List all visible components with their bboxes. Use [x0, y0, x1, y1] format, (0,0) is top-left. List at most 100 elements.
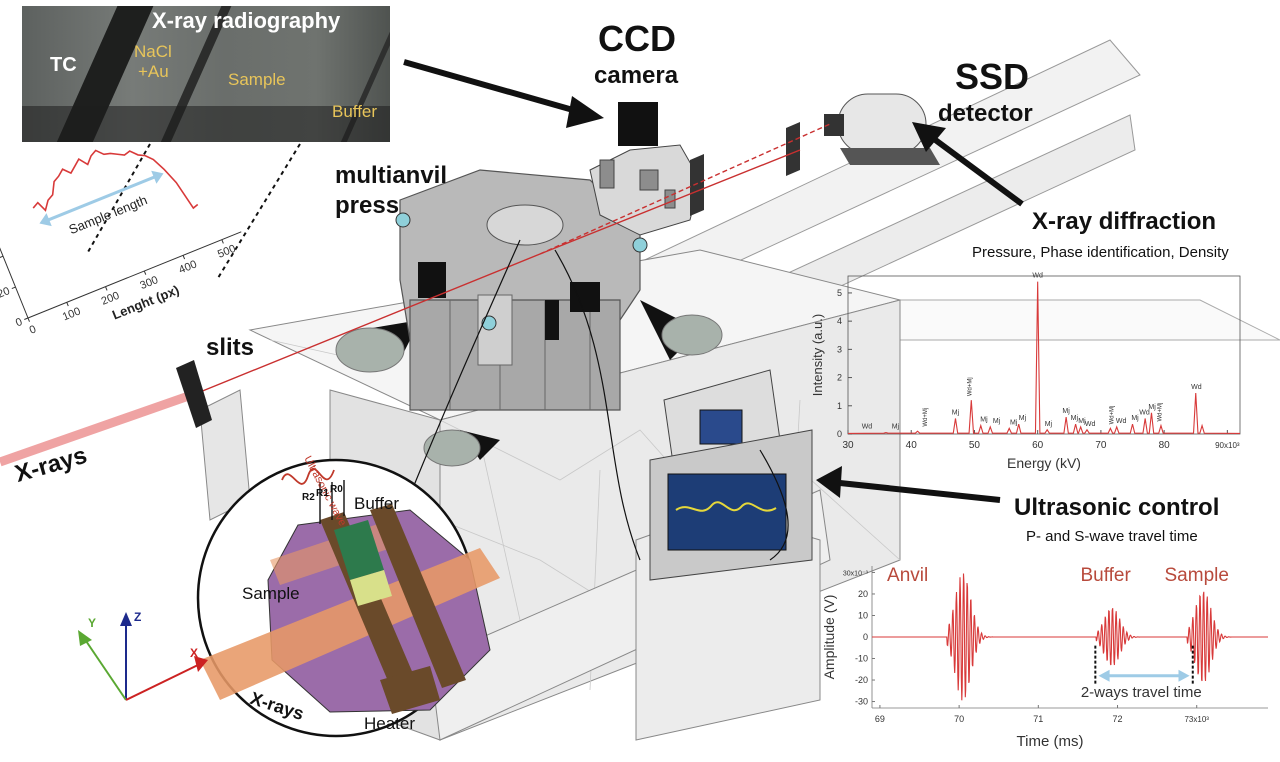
ccd-label: CCD	[598, 18, 676, 59]
y-tick	[11, 286, 16, 290]
peak-label: Mj	[993, 418, 1001, 425]
peak-label: Wd	[1191, 384, 1202, 391]
y-tick-label: 20	[858, 589, 868, 599]
x-tick	[27, 317, 30, 322]
y-tick-label: 5	[837, 288, 842, 298]
peak-label: Mj	[1045, 421, 1053, 428]
collimator	[690, 154, 704, 216]
xrd-series	[847, 281, 1241, 434]
optics-parts	[599, 159, 676, 209]
ssd-base	[840, 148, 940, 165]
cable	[554, 249, 641, 561]
y-tick-label: 20	[0, 285, 12, 301]
press-top	[486, 204, 564, 246]
inset-buffer-label: Buffer	[354, 494, 400, 513]
y-tick-label: 4	[837, 316, 842, 326]
ssd-label: SSD	[955, 56, 1030, 97]
x-tick-label: 73x10³	[1184, 715, 1209, 724]
peak-label: Wd	[1032, 273, 1043, 280]
sample-length-arrowhead	[39, 213, 52, 227]
slits-label: slits	[206, 334, 255, 361]
diffracted-beam	[539, 149, 801, 255]
heater-base	[380, 666, 440, 714]
travel-time-arrowhead	[1098, 669, 1110, 682]
axes-glyph	[78, 612, 208, 701]
peak-label: Mj	[1019, 415, 1027, 422]
press-window	[632, 237, 648, 253]
diffracted-beam	[539, 123, 831, 255]
sample-length-arrowhead	[151, 170, 164, 184]
pointer-arrows	[403, 59, 1024, 503]
x-tick	[221, 239, 224, 244]
x-tick	[182, 255, 186, 260]
oscilloscope-screen	[699, 409, 743, 445]
peak-label: Wd	[1139, 409, 1150, 416]
wavelet-label: Sample	[1165, 565, 1229, 586]
peak-label: Mj	[892, 424, 900, 431]
ccd-camera	[618, 102, 658, 146]
y-axis	[0, 178, 29, 319]
x-tick-label: 70	[954, 714, 964, 724]
y-tick-label: -10	[855, 654, 868, 664]
press-window	[481, 315, 497, 331]
r2-label: R2	[302, 492, 315, 503]
press-label: multianvil	[335, 162, 448, 189]
wavelet-label: Anvil	[887, 565, 928, 586]
peak-label: Wd+Mj	[1158, 403, 1164, 422]
ccd-sub-label: camera	[594, 62, 679, 89]
slits	[176, 360, 212, 428]
peak-label: Mj	[1078, 418, 1086, 425]
peak-label: Mj	[1062, 408, 1070, 415]
tc-label: TC	[50, 54, 77, 76]
r0-label: R0	[330, 484, 343, 495]
peak-label: Wd	[1116, 418, 1127, 425]
table-pad	[423, 429, 481, 467]
axis-x-letter: X	[190, 646, 199, 660]
r1-label: R1	[316, 488, 329, 499]
y-tick-label: 0	[863, 632, 868, 642]
oscilloscope-main-screen	[667, 473, 787, 551]
x-tick-label: 70	[1095, 440, 1107, 451]
y-tick-label: -30	[855, 697, 868, 707]
press-port	[477, 294, 513, 366]
ssd-nose	[824, 114, 844, 136]
gray-level-series	[32, 149, 199, 212]
y-tick-label: 2	[837, 373, 842, 383]
gray-level-chart: 0100200300400500020406080Lenght (px)Gray…	[0, 149, 242, 337]
reflection-arrows	[319, 480, 345, 524]
press-block	[570, 282, 600, 312]
y-tick	[24, 317, 29, 320]
ultrasonic-wave	[281, 468, 335, 485]
table-pad	[661, 314, 723, 356]
x-tick-label: 80	[1159, 440, 1171, 451]
radiography-title: X-ray radiography	[152, 8, 341, 33]
x-tick-label: 100	[61, 305, 83, 323]
y-tick-label: -20	[855, 675, 868, 685]
collimator	[786, 122, 800, 176]
peak-label: Mj	[952, 409, 960, 416]
inset-sample-label: Sample	[242, 584, 300, 603]
xray-incident-beam	[0, 387, 202, 467]
plot-frame	[847, 275, 1241, 435]
y-tick-label: 1	[837, 401, 842, 411]
au-label: +Au	[138, 62, 169, 81]
guide-line	[217, 143, 301, 279]
x-tick-label: 71	[1033, 714, 1043, 724]
wavelet-label: Buffer	[1080, 565, 1131, 586]
x-tick-label: 90x10³	[1215, 441, 1240, 450]
x-tick	[105, 286, 108, 291]
x-tick-label: 30	[842, 440, 854, 451]
peak-label: Wd	[862, 424, 873, 431]
peak-label: Wd+Mj	[967, 377, 973, 396]
ssd-detector	[837, 93, 927, 155]
heater-strip	[370, 504, 466, 688]
y-tick-label: 30x10⁻³	[843, 570, 869, 577]
sample-length-arrow	[42, 173, 161, 224]
table-pad	[335, 327, 405, 373]
x-tick-label: 60	[1032, 440, 1044, 451]
y-axis-title: Amplitude (V)	[821, 595, 837, 680]
x-tick	[143, 270, 147, 275]
